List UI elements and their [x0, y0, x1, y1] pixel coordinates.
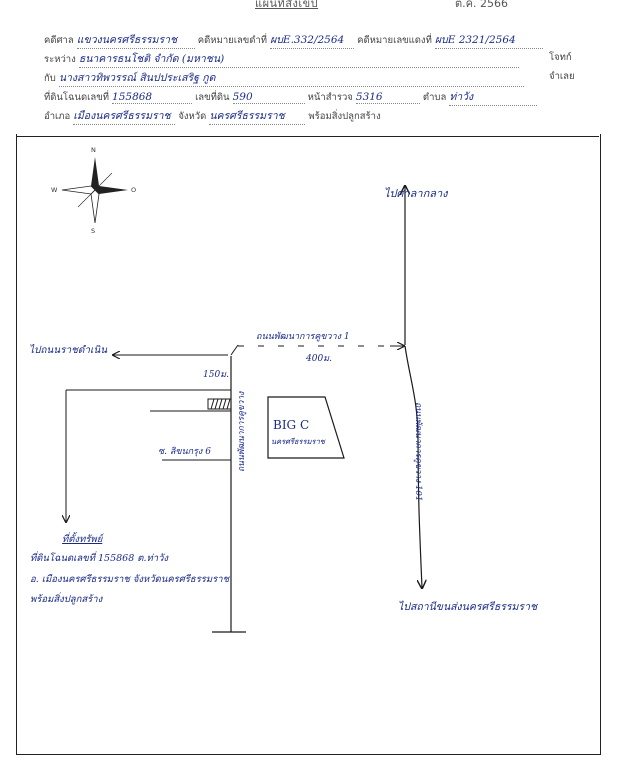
map-frame: [16, 134, 601, 755]
label-distance-top: 400ม.: [306, 354, 332, 364]
deed-value: 155868: [112, 91, 153, 103]
between-label: ระหว่าง: [44, 54, 76, 65]
label-top-road: ถนนพัฒนาการคูขวาง 1: [256, 332, 350, 342]
plaintiff-role: โจทก์: [549, 52, 572, 63]
subdistrict-value: ท่าวัง: [449, 91, 474, 103]
with-buildings: พร้อมสิ่งปลูกสร้าง: [308, 111, 381, 122]
defendant-role: จำเลย: [549, 71, 575, 82]
page-title: แผนที่สังเขป: [255, 0, 319, 10]
land-no-label: เลขที่ดิน: [195, 92, 230, 103]
label-soi: ซ. ลิขนกรุง 6: [158, 447, 211, 457]
red-case-value: ผบE 2321/2564: [434, 34, 516, 46]
label-vertical-road: ถนนพัฒนาการคูขวาง: [237, 391, 247, 472]
big-c-building: [267, 396, 345, 459]
map-frame-top: [16, 136, 599, 137]
label-to-court: ไปศาลากลาง: [384, 187, 448, 200]
compass-s: S: [91, 227, 96, 235]
big-c-line1: BIG C: [273, 418, 310, 432]
court-value: แขวงนครศรีธรรมราช: [76, 34, 178, 46]
compass-w: W: [51, 186, 58, 194]
deed-label: ที่ดินโฉนดเลขที่: [44, 92, 109, 103]
province-label: จังหวัด: [178, 111, 207, 122]
legend-line1: ที่ดินโฉนดเลขที่ 155868 ต.ท่าวัง: [30, 553, 169, 564]
big-c-line2: นครศรีธรรมราช: [271, 437, 325, 446]
property-marker: [207, 398, 232, 410]
form-row-district: อำเภอ เมืองนครศรีธรรมราช จังหวัด นครศรีธ…: [44, 107, 381, 125]
black-case-value: ผบE.332/2564: [270, 34, 345, 46]
form-row-court: คดีศาล แขวงนครศรีธรรมราช คดีหมายเลขดำที่…: [44, 31, 543, 49]
legend-line2: อ. เมืองนครศรีธรรมราช จังหวัดนครศรีธรรมร…: [30, 574, 230, 585]
black-case-label: คดีหมายเลขดำที่: [197, 35, 268, 46]
province-value: นครศรีธรรมราช: [209, 110, 285, 122]
form-row-between: ระหว่าง ธนาคารธนโชติ จำกัด (มหาชน) โจทก์: [44, 50, 584, 68]
district-label: อำเภอ: [44, 111, 71, 122]
survey-label: หน้าสำรวจ: [307, 92, 353, 103]
compass-e: O: [131, 186, 137, 194]
label-right-road: ถนนพัฒนาการคูขวาง 101: [413, 402, 423, 502]
label-to-left-road: ไปถนนราชดำเนิน: [29, 345, 108, 356]
label-distance-side: 150ม.: [203, 370, 229, 380]
district-value: เมืองนครศรีธรรมราช: [73, 110, 171, 122]
red-case-label: คดีหมายเลขแดงที่: [357, 35, 432, 46]
land-no-value: 590: [232, 91, 253, 103]
court-label: คดีศาล: [44, 35, 74, 46]
survey-value: 5316: [355, 91, 383, 103]
legend-line3: พร้อมสิ่งปลูกสร้าง: [30, 594, 103, 605]
header-date: ต.ค. 2566: [455, 0, 508, 10]
defendant-value: นางสาวทิพวรรณ์ สินปประเสริฐ กูด: [58, 72, 216, 84]
right-road: [404, 345, 422, 588]
legend-title: ที่ตั้งทรัพย์: [62, 534, 103, 545]
form-row-with: กับ นางสาวทิพวรรณ์ สินปประเสริฐ กูด จำเล…: [44, 69, 584, 87]
label-to-bottom: ไปสถานีขนส่งนครศรีธรรมราช: [398, 601, 538, 613]
with-label: กับ: [44, 73, 56, 84]
compass-icon: [61, 157, 128, 224]
form-row-deed: ที่ดินโฉนดเลขที่ 155868 เลขที่ดิน 590 หน…: [44, 88, 538, 106]
plaintiff-value: ธนาคารธนโชติ จำกัด (มหาชน): [78, 53, 225, 65]
compass-n: N: [91, 146, 96, 154]
subdistrict-label: ตำบล: [422, 92, 447, 103]
